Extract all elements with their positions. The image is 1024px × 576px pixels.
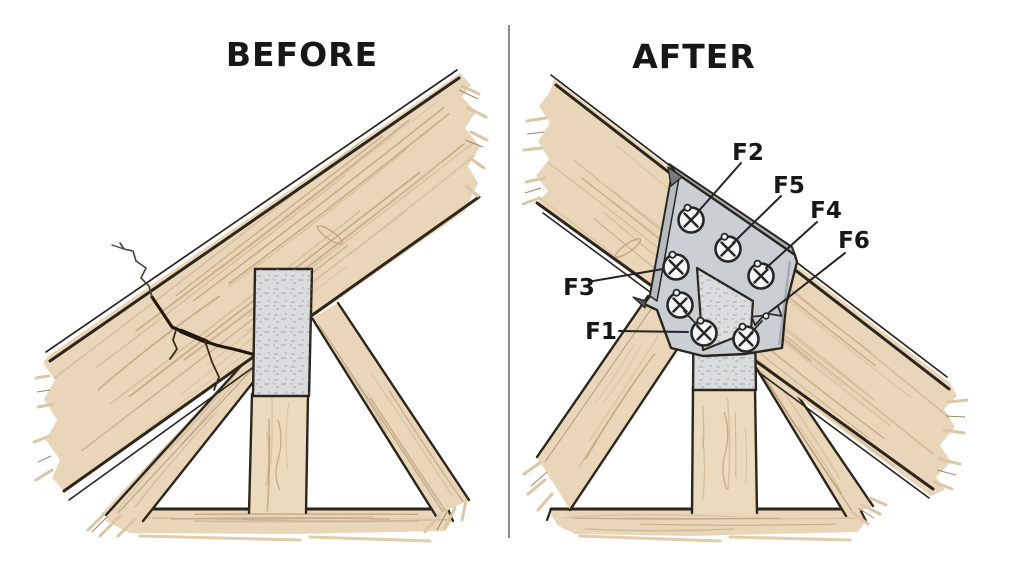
fasteners bbox=[662, 203, 783, 353]
crack bbox=[111, 242, 254, 391]
before-king-post bbox=[247, 392, 310, 515]
leader-f6 bbox=[770, 252, 846, 312]
leader-f2 bbox=[696, 162, 742, 214]
leader-f5 bbox=[732, 195, 782, 244]
label-f6: F6 bbox=[838, 228, 870, 254]
before-title: BEFORE bbox=[226, 35, 378, 74]
leader-lines bbox=[592, 162, 846, 333]
before-bottom-chord bbox=[106, 507, 455, 543]
leader-f1 bbox=[618, 330, 689, 333]
plate-corner-fold bbox=[667, 166, 683, 187]
after-left-brace bbox=[522, 294, 680, 512]
plate-notch-tab bbox=[632, 296, 647, 309]
before-left-brace bbox=[86, 354, 264, 538]
fastener-labels: F2 F5 F4 F6 F3 F1 bbox=[563, 140, 870, 345]
after-title: AFTER bbox=[632, 37, 756, 76]
after-right-brace bbox=[750, 359, 888, 526]
leader-f3 bbox=[592, 268, 664, 282]
label-f3: F3 bbox=[563, 275, 595, 301]
before-right-brace bbox=[310, 301, 471, 534]
label-f2: F2 bbox=[732, 140, 764, 166]
after-king-post bbox=[690, 386, 759, 515]
label-f5: F5 bbox=[773, 173, 805, 199]
leader-f4 bbox=[765, 221, 818, 269]
label-f1: F1 bbox=[585, 319, 617, 345]
label-f4: F4 bbox=[810, 198, 842, 224]
after-panel: AFTER bbox=[521, 37, 969, 543]
before-panel: BEFORE bbox=[32, 35, 489, 543]
before-shim-block bbox=[251, 267, 314, 398]
after-bottom-chord bbox=[545, 507, 868, 543]
wing-nut bbox=[750, 304, 783, 327]
